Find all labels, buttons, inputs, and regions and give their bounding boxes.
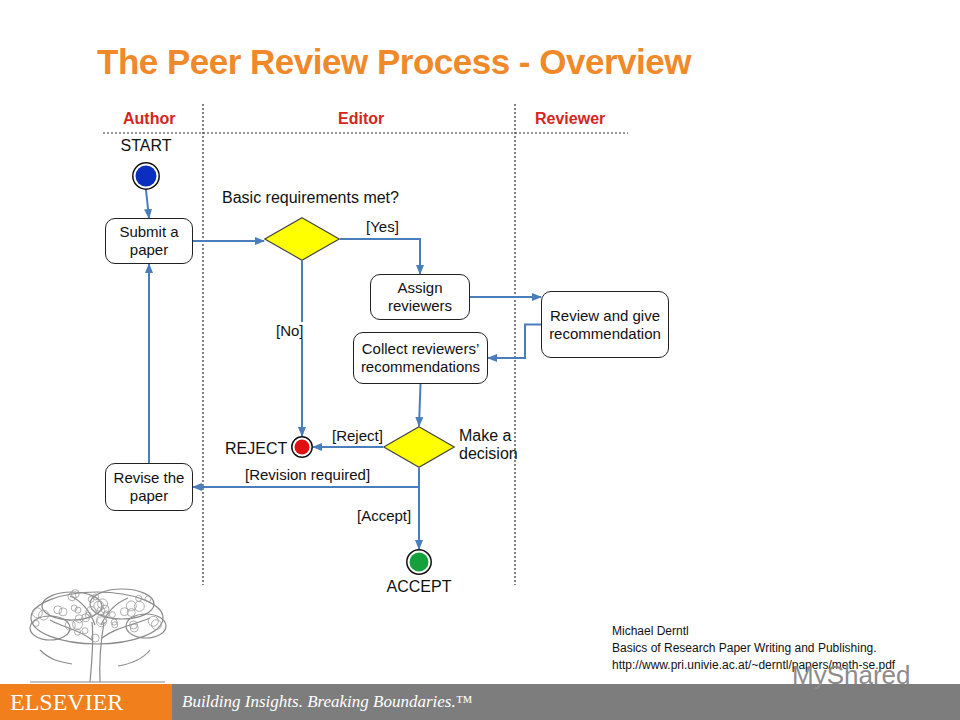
diamond-outline [383, 426, 455, 468]
node-label: START [112, 137, 180, 155]
process-box: Revise the paper [105, 463, 193, 511]
edge-label: [Reject] [330, 427, 385, 444]
circle-ring [407, 550, 431, 574]
leaf-cluster [151, 620, 161, 630]
reject-node: REJECT [291, 436, 313, 458]
connector [301, 261, 303, 436]
lane-header: Reviewer [535, 110, 605, 128]
lane-header: Author [123, 110, 175, 128]
leaf-cluster [96, 617, 106, 627]
box-text: Collect reviewers’ recommendations [360, 340, 481, 376]
diamond-outline [264, 217, 340, 261]
node-label: Basic requirements met? [222, 189, 422, 207]
circle-outline [291, 436, 313, 458]
process-box: Collect reviewers’ recommendations [353, 332, 488, 384]
leaf-cluster [65, 620, 75, 630]
box-text: Revise the paper [112, 469, 186, 505]
edge-label: [Revision required] [243, 466, 372, 483]
edge-label: [Accept] [355, 507, 413, 524]
process-box: Submit a paper [105, 218, 193, 264]
diagram-title: The Peer Review Process - Overview [97, 42, 691, 82]
box-text: Submit a paper [112, 223, 186, 259]
tree-foliage [32, 590, 161, 642]
circle-outline [132, 162, 160, 190]
leaf-cluster [101, 605, 109, 613]
leaf-cluster [130, 624, 138, 632]
leaf-cluster [33, 620, 39, 626]
node-label: ACCEPT [384, 578, 454, 596]
tree-canopy [126, 614, 166, 638]
circle-fill [295, 440, 310, 455]
leaf-cluster [85, 612, 91, 618]
start-node: START [132, 162, 160, 190]
connector [146, 190, 149, 218]
tree-ground [30, 650, 165, 682]
brand-bar-logo [0, 684, 172, 720]
leaf-cluster [39, 610, 49, 620]
lane-divider [202, 104, 203, 585]
citation-text: Basics of Research Paper Writing and Pub… [612, 641, 877, 655]
connector [340, 239, 420, 274]
leaf-cluster [54, 606, 62, 614]
leaf-cluster [68, 593, 76, 601]
leaf-cluster [71, 605, 77, 611]
leaf-cluster [73, 619, 83, 629]
connector [418, 468, 420, 549]
leaf-cluster [136, 595, 142, 601]
leaf-cluster [145, 596, 151, 602]
decision-diamond: Make a decision [383, 426, 455, 468]
brand-logo-text: ELSEVIER [10, 689, 123, 716]
leaf-cluster [75, 629, 81, 635]
edge-label: [No] [274, 322, 306, 339]
lane-divider [514, 104, 515, 585]
leaf-cluster [148, 616, 158, 626]
connector [419, 384, 421, 426]
watermark: MyShared [792, 660, 911, 691]
leaf-cluster [98, 599, 108, 609]
box-text: Assign reviewers [377, 279, 463, 315]
circle-fill [136, 166, 157, 187]
brand-slogan: Building Insights. Breaking Boundaries.™ [182, 692, 472, 712]
tree-canopy [30, 616, 70, 640]
connector [488, 325, 541, 359]
process-box: Assign reviewers [370, 274, 470, 320]
leaf-cluster [112, 622, 118, 628]
circle-ring [133, 163, 159, 189]
leaf-cluster [82, 628, 88, 634]
diamond-shape [265, 218, 339, 260]
connector [470, 296, 541, 298]
node-label: REJECT [225, 440, 287, 458]
tree-canopy [31, 592, 163, 644]
leaf-cluster [32, 608, 42, 618]
leaf-cluster [127, 609, 135, 617]
leaf-cluster [109, 612, 115, 618]
decision-diamond: Basic requirements met? [264, 217, 340, 261]
tree-illustration [30, 589, 166, 682]
leaf-cluster [97, 614, 107, 624]
leaf-cluster [91, 634, 99, 642]
leaf-cluster [75, 615, 83, 623]
diamond-shape [384, 427, 454, 467]
process-box: Review and give recommendation [541, 291, 669, 358]
citation-text: Michael Derntl [612, 624, 689, 638]
leaf-cluster [93, 594, 99, 600]
connector [148, 264, 150, 463]
connector [193, 240, 264, 242]
circle-outline [406, 549, 432, 575]
circle-fill [410, 553, 429, 572]
accept-node: ACCEPT [406, 549, 432, 575]
leaf-cluster [59, 608, 67, 616]
leaf-cluster [134, 601, 144, 611]
box-text: Review and give recommendation [548, 307, 662, 343]
connector [313, 446, 383, 448]
leaf-cluster [71, 590, 79, 598]
lane-header: Editor [338, 110, 384, 128]
circle-ring [292, 437, 312, 457]
node-label: Make a decision [459, 427, 521, 463]
lane-header-rule [103, 132, 628, 133]
edge-label: [Yes] [364, 218, 401, 235]
